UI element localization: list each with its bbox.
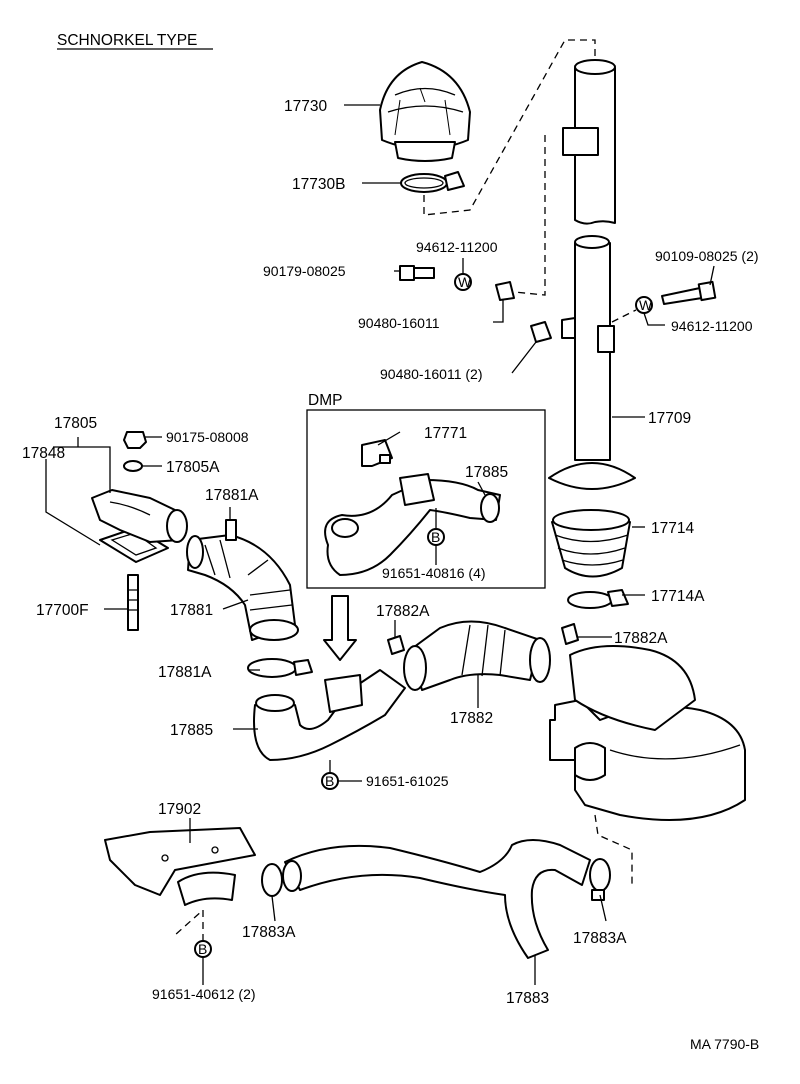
snorkel-tube-upper: [562, 59, 616, 225]
snorkel-tube-17709: [548, 235, 636, 490]
label-91651-40816: 91651-40816 (4): [382, 565, 486, 581]
hose-17881: [186, 534, 299, 641]
clamp-17883A-left: [261, 863, 283, 897]
clamp-17882A-left: [387, 635, 405, 655]
bolt-90179: [399, 265, 435, 281]
label-17848: 17848: [22, 445, 65, 462]
stud-17700F: [127, 574, 139, 631]
clamp-17881A-bottom: [247, 658, 313, 678]
assembly-arrow: [323, 595, 357, 661]
badge-b-lower-text: B: [325, 773, 334, 789]
label-90480-16011: 90480-16011: [358, 315, 440, 331]
label-17700F: 17700F: [36, 602, 89, 619]
nut-90480-lower: [530, 321, 552, 343]
label-94612-11200-left: 94612-11200: [416, 239, 498, 255]
bolt-90109: [661, 280, 717, 305]
washer-17805A: [123, 460, 143, 472]
label-17805: 17805: [54, 415, 97, 432]
label-90179-08025: 90179-08025: [263, 263, 346, 279]
label-17902: 17902: [158, 801, 201, 818]
washer-94612-left: [454, 273, 472, 291]
snorkel-cap-17730: [379, 61, 471, 162]
label-17714: 17714: [651, 520, 694, 537]
clamp-17730B: [400, 171, 465, 193]
air-cleaner-housing: [549, 645, 746, 821]
label-94612-11200-right: 94612-11200: [671, 318, 753, 334]
footer-code: MA 7790-B: [690, 1036, 759, 1052]
clamp-17883A-right: [589, 858, 611, 901]
label-17730B: 17730B: [292, 176, 345, 193]
hose-17885: [253, 669, 406, 761]
nut-90175: [123, 431, 147, 449]
label-17881A-bottom: 17881A: [158, 664, 212, 681]
badge-b-bottom-text: B: [198, 941, 207, 957]
hose-17885-dmp: [324, 473, 501, 576]
clamp-17881A-top: [225, 519, 237, 541]
diagram-title: SCHNORKEL TYPE: [57, 32, 197, 49]
leader-lines: [45, 104, 715, 985]
label-17885: 17885: [170, 722, 213, 739]
label-17714A: 17714A: [651, 588, 705, 605]
label-91651-61025: 91651-61025: [366, 773, 449, 789]
hose-17882: [403, 620, 551, 691]
dashed-lines: [174, 39, 637, 941]
label-17881A-top: 17881A: [205, 487, 259, 504]
label-17730: 17730: [284, 98, 327, 115]
label-17881: 17881: [170, 602, 213, 619]
label-17882A-right: 17882A: [614, 630, 668, 647]
label-91651-40612: 91651-40612 (2): [152, 986, 256, 1002]
label-17771: 17771: [424, 425, 467, 442]
clamp-17714A: [567, 589, 629, 609]
label-17885-dmp: 17885: [465, 464, 508, 481]
adapter-17805: [91, 489, 188, 543]
label-17709: 17709: [648, 410, 691, 427]
washer-badge-left: W: [458, 274, 472, 290]
label-17882: 17882: [450, 710, 493, 727]
hose-17883: [282, 839, 591, 959]
vsv-17771: [361, 439, 393, 467]
label-90480-16011-2: 90480-16011 (2): [380, 366, 482, 382]
label-90175-08008: 90175-08008: [166, 429, 249, 445]
badge-b-dmp-text: B: [431, 529, 440, 545]
label-90109-08025: 90109-08025 (2): [655, 248, 759, 264]
label-17883A-right: 17883A: [573, 930, 627, 947]
nut-90480-upper: [495, 281, 515, 301]
dmp-box: [306, 409, 546, 589]
boot-17714: [551, 509, 631, 578]
washer-badge-right: W: [639, 297, 653, 313]
label-17805A: 17805A: [166, 459, 220, 476]
dmp-box-label: DMP: [308, 392, 342, 409]
label-17883: 17883: [506, 990, 549, 1007]
bracket-17902: [104, 827, 256, 906]
clamp-17882A-right: [561, 623, 579, 645]
label-17883A-left: 17883A: [242, 924, 296, 941]
part-labels: 17730 17730B 94612-11200 90179-08025 904…: [22, 98, 759, 1052]
label-17882A-left: 17882A: [376, 603, 430, 620]
